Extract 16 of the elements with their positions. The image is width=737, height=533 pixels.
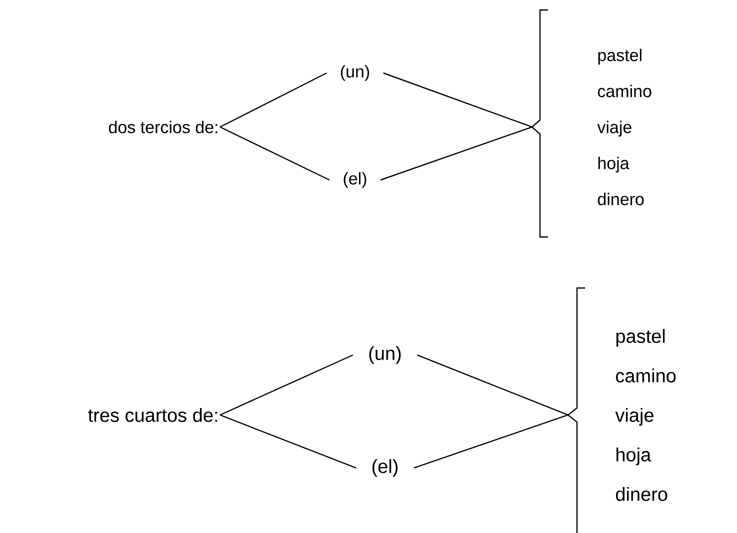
article-label: (un) (340, 65, 370, 81)
connector-line (414, 414, 568, 469)
connector-line (380, 126, 532, 181)
article-label: (el) (344, 172, 366, 188)
connector-line (220, 354, 354, 416)
article-label: (el) (372, 459, 398, 477)
phrase-label: tres cuartos de: (88, 408, 218, 422)
connector-line (220, 72, 327, 128)
connector-line (416, 354, 568, 416)
word-list: pastel camino viaje hoja dinero (597, 48, 652, 206)
connector-line (383, 72, 532, 128)
connector-line (220, 414, 356, 469)
connector-line (220, 126, 330, 181)
phrase-label: dos tercios de: (108, 120, 218, 134)
article-label: (un) (369, 346, 401, 364)
word-list: pastel camino viaje hoja dinero (615, 329, 676, 501)
